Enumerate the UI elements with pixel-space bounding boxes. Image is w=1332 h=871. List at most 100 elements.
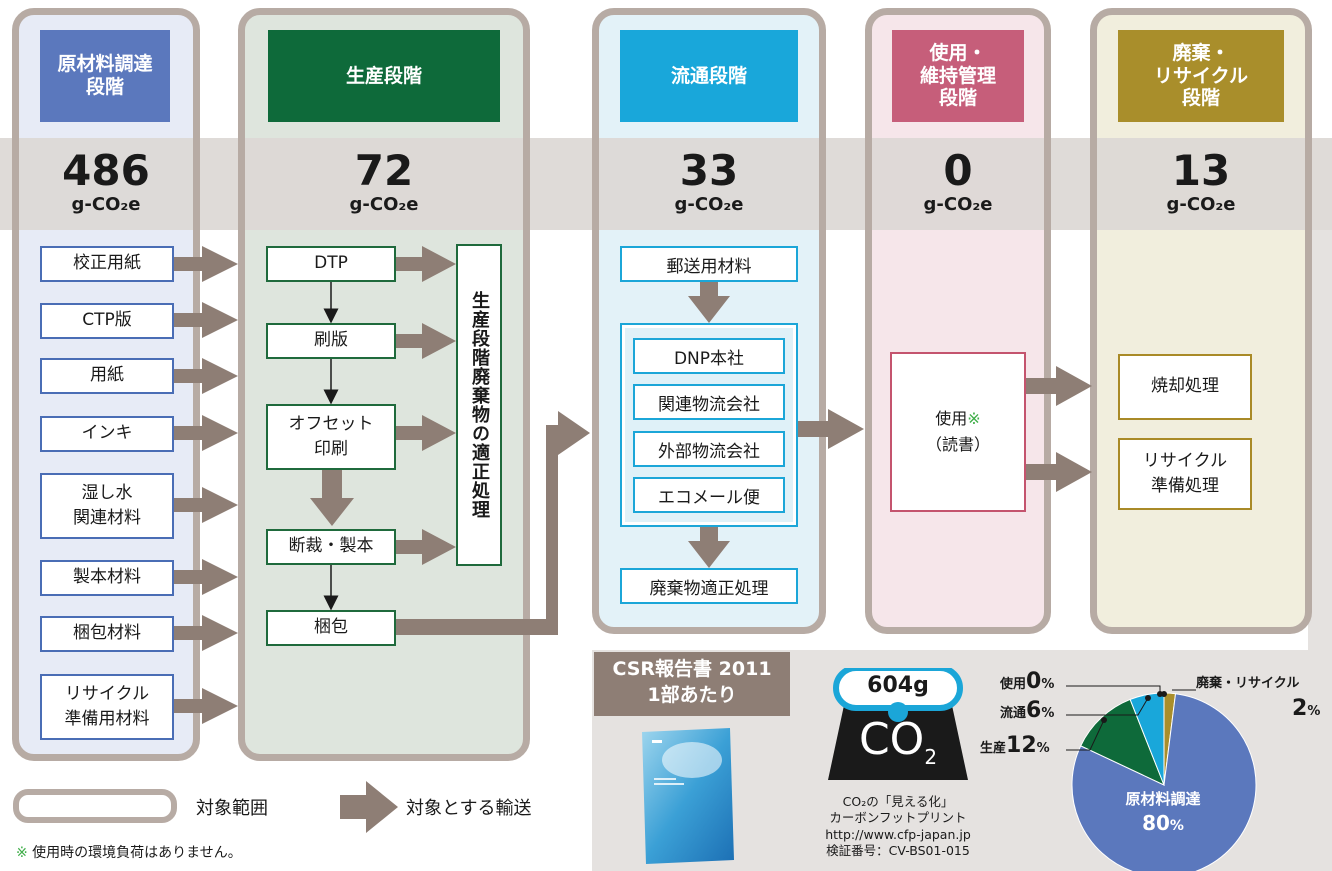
stage-frame-production	[238, 8, 530, 761]
pie-leader-line	[1066, 697, 1149, 716]
stage-frame-disposal	[1090, 8, 1312, 634]
transport-arrow	[396, 529, 456, 565]
stage-frame-use	[865, 8, 1051, 634]
pie-label-production-suffix: %	[1036, 741, 1050, 756]
material-box: 校正用紙	[40, 246, 174, 282]
stage-value-materials: 486	[62, 146, 150, 195]
transport-arrow	[174, 246, 238, 282]
stage-header-distribution: 流通段階	[620, 30, 798, 122]
transport-arrow	[396, 323, 456, 359]
pie-label-production: 生産12%	[980, 733, 1050, 758]
disposal-incineration: 焼却処理	[1118, 354, 1252, 420]
stage-header-production: 生産段階	[268, 30, 500, 122]
stage-unit-use: g-CO₂e	[923, 194, 993, 215]
stage-value-production: 72	[354, 146, 414, 195]
stage-unit-disposal: g-CO₂e	[1166, 194, 1236, 215]
pie-slice-0	[1071, 693, 1257, 871]
pie-label-disposal-suffix: %	[1307, 704, 1321, 719]
pie-leader-dot	[1101, 717, 1107, 723]
transport-arrow	[1026, 366, 1092, 406]
stage-unit-production: g-CO₂e	[349, 194, 419, 215]
info-strip	[1308, 230, 1332, 650]
distribution-mail-materials: 郵送用材料	[620, 246, 798, 282]
pie-label-use-suffix: %	[1041, 677, 1055, 692]
co2-description: CO₂の「見える化」 カーボンフットプリント http://www.cfp-ja…	[800, 794, 996, 859]
pie-label-disposal: 廃棄・リサイクル	[1196, 672, 1299, 691]
stage-value-disposal: 13	[1171, 146, 1231, 195]
transport-arrow	[174, 688, 238, 724]
legend-scope-swatch	[13, 789, 177, 823]
disposal-recycle: リサイクル 準備処理	[1118, 438, 1252, 510]
stage-header-use: 使用・ 維持管理 段階	[892, 30, 1024, 122]
co2-desc-line: http://www.cfp-japan.jp	[825, 826, 971, 842]
carrier-box: エコメール便	[633, 477, 785, 513]
use-mark: ※	[967, 409, 981, 429]
production-step-pack: 梱包	[266, 610, 396, 646]
co2-desc-line: CO₂の「見える化」	[842, 794, 954, 809]
carrier-box: 関連物流会社	[633, 384, 785, 420]
stage-frame-distribution	[592, 8, 826, 634]
legend-transport-arrow	[340, 781, 398, 833]
pie-label-distribution: 流通6%	[1000, 698, 1054, 723]
co2-text: CO	[858, 714, 925, 765]
info-title: CSR報告書 2011 1部あたり	[594, 652, 790, 716]
use-box: 使用※ （読書）	[890, 352, 1026, 512]
pie-label-disposal-value-wrap: 2%	[1292, 696, 1320, 721]
carrier-box: 外部物流会社	[633, 431, 785, 467]
stage-header-materials: 原材料調達 段階	[40, 30, 170, 122]
material-box: 湿し水 関連材料	[40, 473, 174, 539]
transport-arrow	[688, 282, 730, 323]
production-waste-box: 生産段階廃棄物の適正処理	[456, 244, 502, 566]
pie-label-distribution-value: 6	[1026, 698, 1042, 723]
pie-leader-dot	[1145, 695, 1151, 701]
material-box: インキ	[40, 416, 174, 452]
transport-arrow-elbow	[396, 411, 590, 635]
stage-value-distribution: 33	[679, 146, 739, 195]
material-box: CTP版	[40, 303, 174, 339]
pie-label-use-name: 使用	[1000, 677, 1027, 692]
pie-label-distribution-name: 流通	[1000, 706, 1027, 721]
pie-label-use-value: 0	[1026, 669, 1042, 694]
production-step-plate: 刷版	[266, 323, 396, 359]
pie-label-disposal-value: 2	[1292, 696, 1308, 721]
material-box: 梱包材料	[40, 616, 174, 652]
distribution-waste-box: 廃棄物適正処理	[620, 568, 798, 604]
legend-transport-label: 対象とする輸送	[406, 798, 532, 819]
pie-label-distribution-suffix: %	[1041, 706, 1055, 721]
footnote: ※ 使用時の環境負荷はありません。	[16, 842, 242, 862]
pie-label-production-value: 12	[1006, 733, 1037, 758]
production-step-print: オフセット 印刷	[266, 404, 396, 470]
footnote-text: 使用時の環境負荷はありません。	[27, 845, 242, 861]
production-step-cut: 断裁・製本	[266, 529, 396, 565]
legend-scope-label: 対象範囲	[196, 798, 268, 819]
pie-label-production-name: 生産	[980, 741, 1007, 756]
transport-arrow	[174, 415, 238, 451]
co2-subscript: 2	[924, 744, 938, 769]
co2-symbol: CO2	[828, 718, 968, 767]
transport-arrow	[174, 487, 238, 523]
report-cover-image	[642, 728, 734, 864]
transport-arrow	[396, 415, 456, 451]
production-step-dtp: DTP	[266, 246, 396, 282]
use-label: 使用	[935, 409, 968, 429]
transport-arrow	[688, 527, 730, 568]
transport-arrow	[174, 615, 238, 651]
pie-label-materials-suffix: %	[1169, 817, 1184, 834]
material-box: 用紙	[40, 358, 174, 394]
footnote-mark: ※	[16, 845, 28, 861]
stage-unit-distribution: g-CO₂e	[674, 194, 744, 215]
pie-leader-line	[1066, 685, 1161, 694]
transport-arrow	[396, 246, 456, 282]
transport-arrow	[1026, 452, 1092, 492]
transport-arrow	[798, 409, 864, 449]
co2-badge	[828, 668, 968, 780]
pie-leader-dot	[1161, 691, 1167, 697]
carrier-box: DNP本社	[633, 338, 785, 374]
transport-arrow	[310, 470, 354, 526]
transport-arrow	[174, 559, 238, 595]
pie-label-disposal-name: 廃棄・リサイクル	[1196, 676, 1300, 691]
co2-desc-line: 検証番号：CV-BS01-015	[826, 842, 970, 858]
stage-unit-materials: g-CO₂e	[71, 194, 141, 215]
transport-arrows	[174, 246, 1092, 724]
